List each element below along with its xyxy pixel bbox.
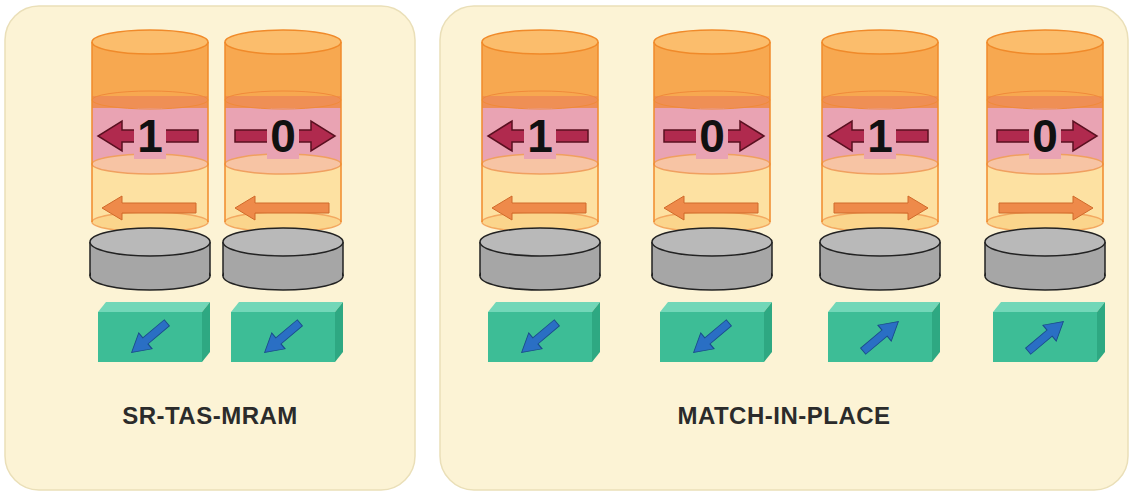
panel: MATCH-IN-PLACE 1 0 1 0 (440, 6, 1128, 490)
panel: SR-TAS-MRAM 1 0 (5, 6, 415, 490)
mtj-pillar (90, 30, 210, 362)
panel-title: MATCH-IN-PLACE (440, 402, 1128, 430)
bit-value: 1 (524, 113, 556, 159)
free-layer: 0 (225, 108, 341, 164)
panel-ground (5, 6, 415, 490)
bit-value: 0 (696, 113, 728, 159)
bit-value: 0 (1029, 113, 1061, 159)
free-layer: 1 (482, 108, 598, 164)
bit-value: 1 (134, 113, 166, 159)
bit-value: 0 (267, 113, 299, 159)
free-layer: 1 (822, 108, 938, 164)
bit-value: 1 (864, 113, 896, 159)
mtj-pillar (480, 30, 600, 362)
mtj-pillar (985, 30, 1105, 362)
mtj-pillar (652, 30, 772, 362)
mtj-pillar (223, 30, 343, 362)
panel-ground (440, 6, 1128, 490)
free-layer: 0 (654, 108, 770, 164)
panel-title: SR-TAS-MRAM (5, 402, 415, 430)
free-layer: 1 (92, 108, 208, 164)
free-layer: 0 (987, 108, 1103, 164)
mtj-pillar (820, 30, 940, 362)
